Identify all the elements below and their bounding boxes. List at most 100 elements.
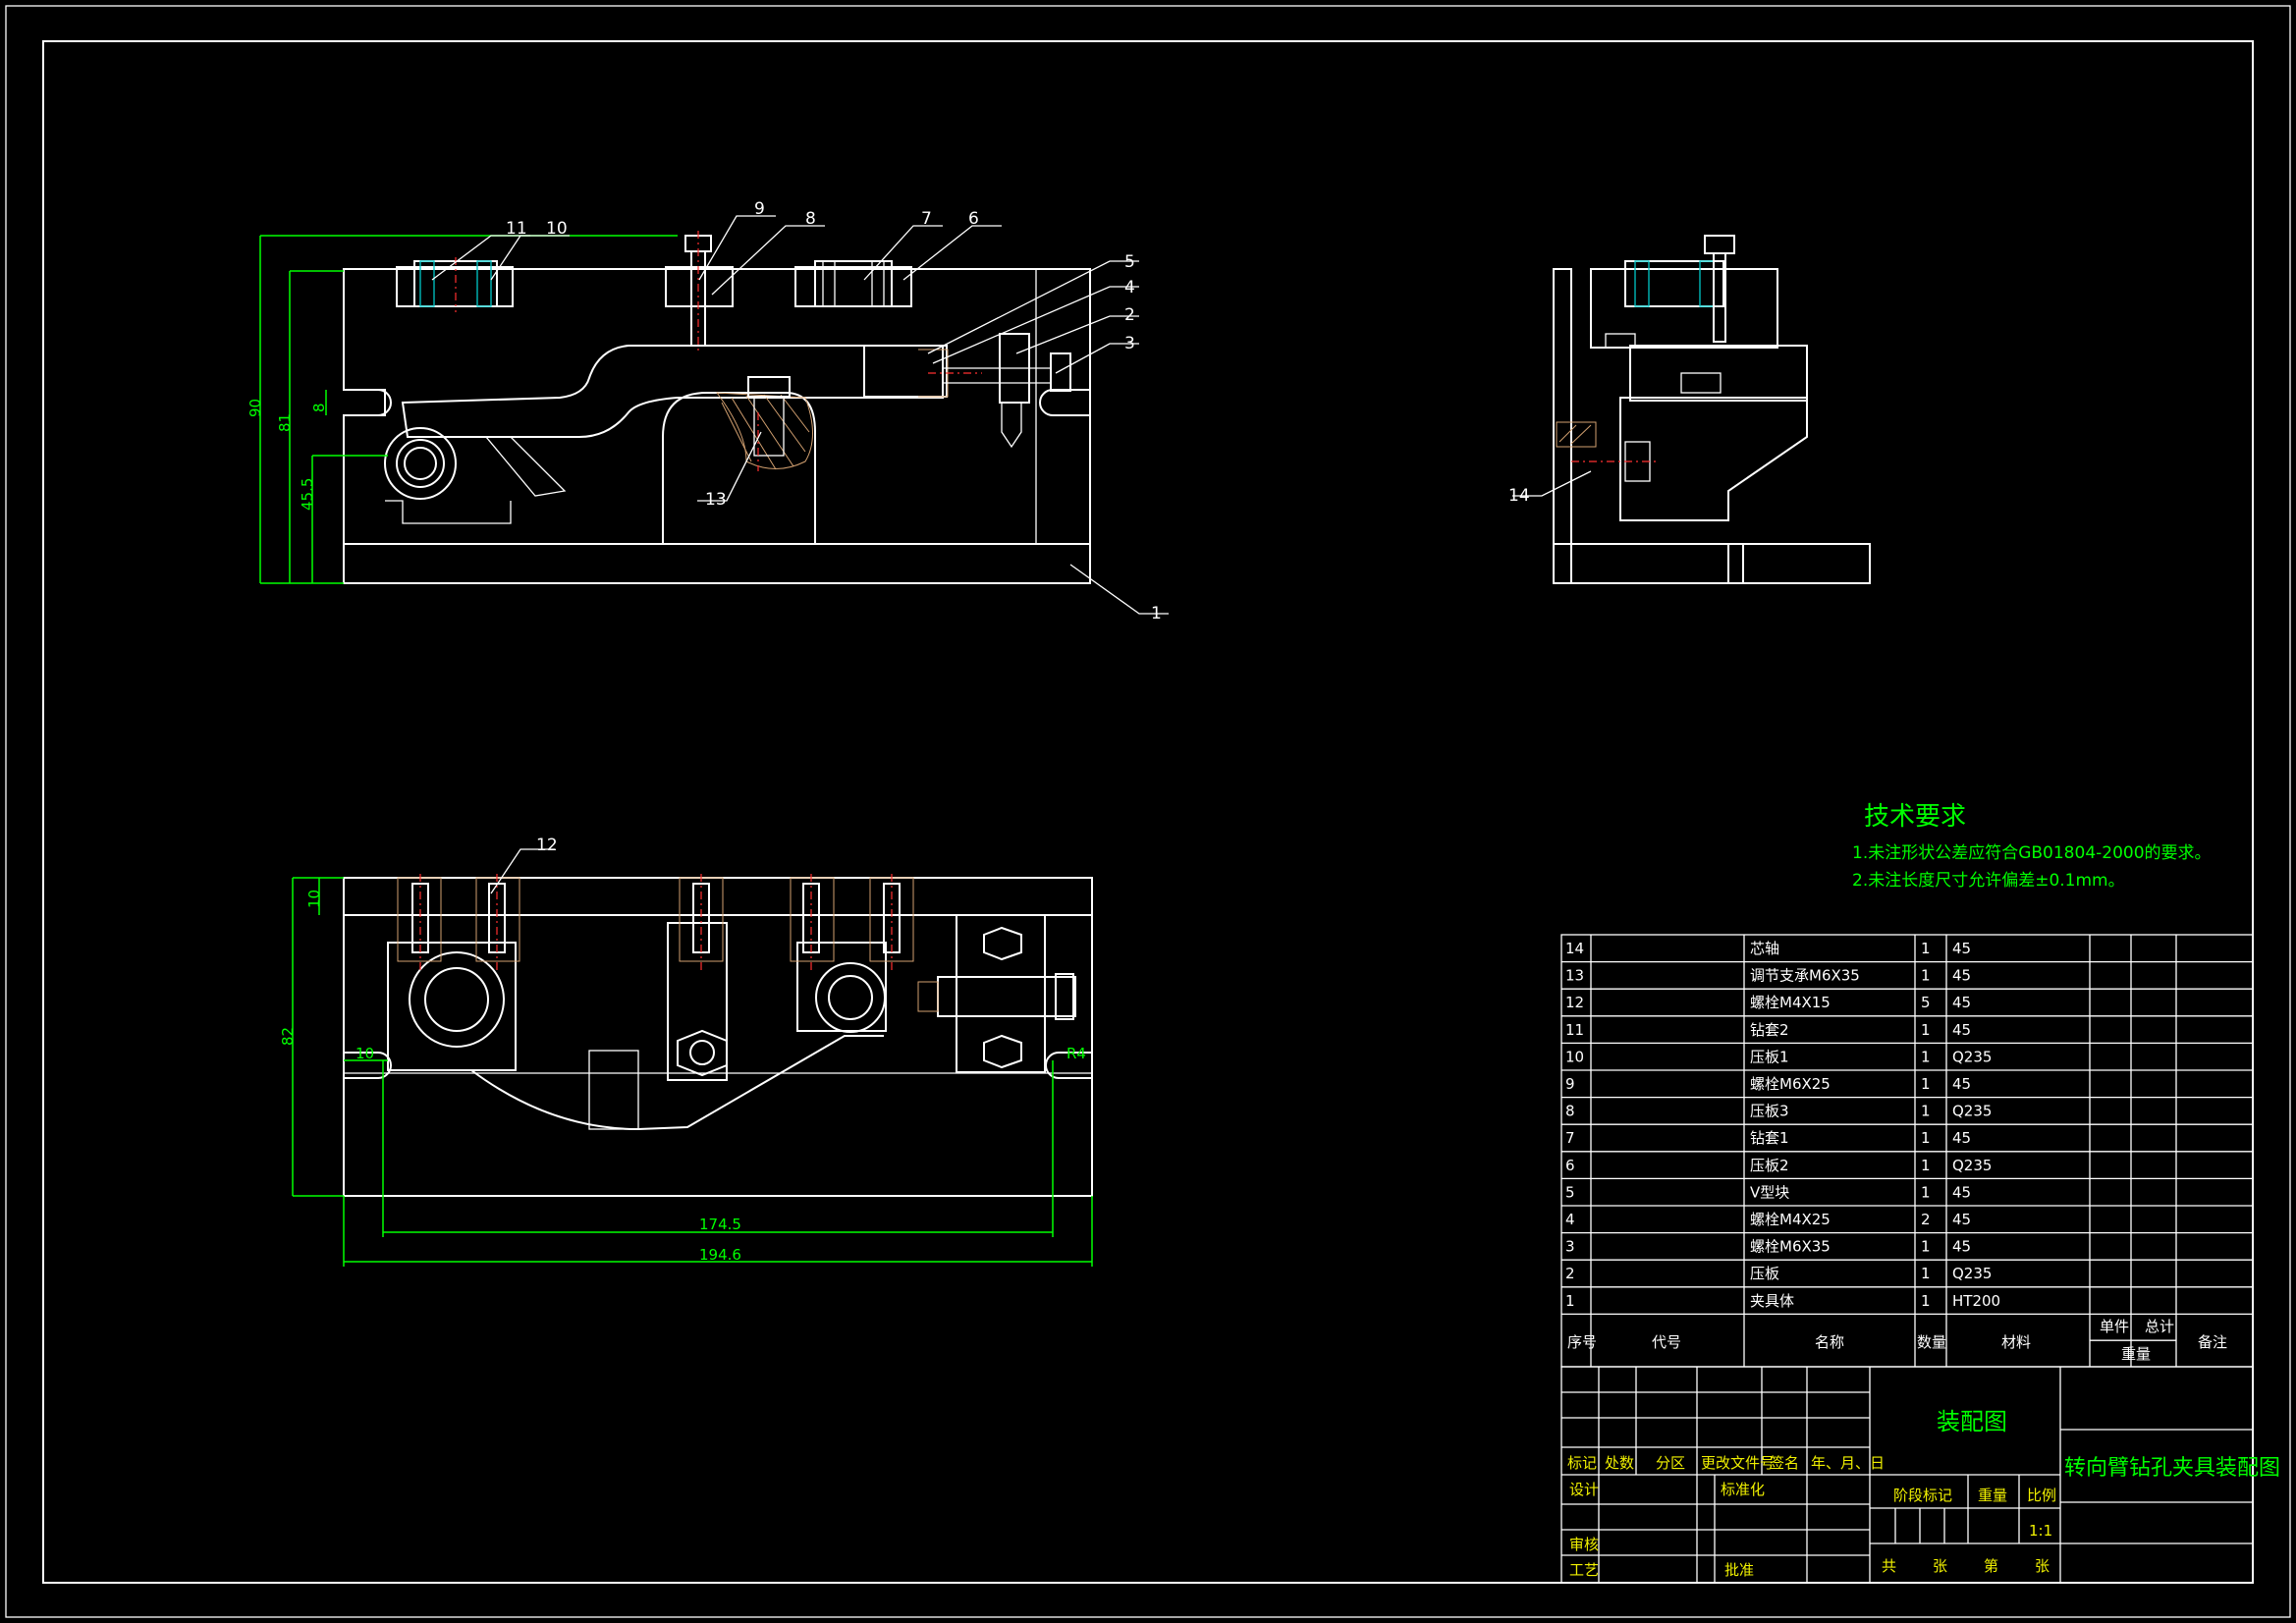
bom-cell-mat: 45 [1952, 1021, 1971, 1039]
bom-header-total: 总计 [2145, 1318, 2174, 1335]
bom-cell-name: 压板3 [1750, 1103, 1789, 1120]
balloon-3: 3 [1124, 334, 1135, 353]
bom-cell-mat: 45 [1952, 1183, 1971, 1201]
bom-cell-no: 1 [1565, 1292, 1575, 1310]
tb-scale-value: 1:1 [2029, 1522, 2052, 1540]
bom-cell-mat: 45 [1952, 994, 1971, 1011]
bom-cell-mat: Q235 [1952, 1103, 1992, 1120]
tb-drawing-type: 装配图 [1937, 1408, 2007, 1435]
balloon-9: 9 [754, 199, 765, 219]
bom-cell-qty: 5 [1921, 994, 1931, 1011]
balloon-2: 2 [1124, 305, 1135, 325]
balloon-14: 14 [1508, 486, 1530, 506]
top-bolt-holes [397, 874, 914, 972]
bom-cell-no: 14 [1565, 940, 1584, 957]
bom-cell-qty: 1 [1921, 1021, 1931, 1039]
dim-90: 90 [246, 399, 264, 417]
bom-cell-no: 7 [1565, 1129, 1575, 1147]
tech-title: 技术要求 [1864, 802, 1966, 832]
bom-cell-qty: 1 [1921, 1265, 1931, 1282]
bom-cell-mat: 45 [1952, 967, 1971, 985]
dim-45-5: 45.5 [299, 478, 316, 511]
dim-r4: R4 [1066, 1045, 1086, 1062]
bom-cell-mat: 45 [1952, 940, 1971, 957]
tb-date: 年、月、日 [1811, 1454, 1885, 1472]
bom-header-name: 名称 [1815, 1333, 1844, 1351]
dim-174-5: 174.5 [699, 1216, 741, 1233]
bom-cell-name: 螺栓M6X35 [1750, 1238, 1831, 1256]
bom-cell-no: 4 [1565, 1211, 1575, 1228]
bom-cell-no: 13 [1565, 967, 1584, 985]
bom-cell-no: 8 [1565, 1103, 1575, 1120]
tb-di: 第 [1984, 1557, 1998, 1575]
tech-note-1: 1.未注形状公差应符合GB01804-2000的要求。 [1852, 843, 2212, 863]
tb-zhang-2: 张 [2035, 1557, 2050, 1575]
bom-cell-no: 5 [1565, 1183, 1575, 1201]
bom-cell-no: 3 [1565, 1238, 1575, 1256]
balloon-5: 5 [1124, 252, 1135, 272]
bom-row: 5 V型块 1 45 [1565, 1183, 1971, 1201]
bom-cell-name: 调节支承M6X35 [1750, 967, 1860, 985]
top-view: 12 82 10 10 R4 174.5 194.6 [279, 836, 1093, 1267]
bom-cell-qty: 1 [1921, 1103, 1931, 1120]
tb-zone: 分区 [1656, 1454, 1685, 1472]
bom-cell-name: 芯轴 [1750, 940, 1779, 957]
tb-check: 审核 [1569, 1536, 1599, 1553]
bom-cell-mat: 45 [1952, 1129, 1971, 1147]
bom-header-weight: 重量 [2121, 1345, 2151, 1363]
dim-10-h: 10 [355, 1045, 374, 1062]
bom-header-single: 单件 [2100, 1318, 2129, 1335]
tb-zhang-1: 张 [1933, 1557, 1947, 1575]
balloon-1: 1 [1151, 604, 1162, 623]
dim-82: 82 [279, 1027, 297, 1046]
bom-cell-name: 压板2 [1750, 1157, 1789, 1174]
tb-place: 处数 [1605, 1454, 1634, 1472]
bom-cell-name: V型块 [1750, 1183, 1789, 1201]
tb-stage: 阶段标记 [1893, 1487, 1952, 1504]
dim-81: 81 [276, 413, 294, 432]
bom-cell-qty: 1 [1921, 1157, 1931, 1174]
bom-cell-qty: 1 [1921, 1048, 1931, 1065]
balloon-8: 8 [805, 209, 816, 229]
bushing-11 [396, 257, 514, 312]
bom-cell-mat: Q235 [1952, 1157, 1992, 1174]
bom-cell-mat: 45 [1952, 1075, 1971, 1093]
bom-header-qty: 数量 [1917, 1333, 1946, 1351]
tb-design: 设计 [1569, 1481, 1599, 1498]
side-view: 14 [1508, 235, 1871, 584]
bom-cell-qty: 2 [1921, 1211, 1931, 1228]
bom-cell-no: 10 [1565, 1048, 1584, 1065]
bom-cell-qty: 1 [1921, 967, 1931, 985]
bom-cell-qty: 1 [1921, 1238, 1931, 1256]
bom-header-mat: 材料 [2001, 1333, 2031, 1351]
bom-cell-name: 螺栓M4X15 [1750, 994, 1831, 1011]
balloon-4: 4 [1124, 278, 1135, 298]
bom-cell-no: 2 [1565, 1265, 1575, 1282]
front-view-dims [259, 235, 678, 584]
bom-cell-qty: 1 [1921, 940, 1931, 957]
bom-cell-mat: 45 [1952, 1211, 1971, 1228]
tb-drawing-name: 转向臂钻孔夹具装配图 [2064, 1456, 2280, 1481]
bom-cell-mat: HT200 [1952, 1292, 2000, 1310]
bom-cell-name: 压板1 [1750, 1048, 1789, 1065]
tb-doc: 更改文件号 [1701, 1454, 1775, 1472]
tb-gong: 共 [1882, 1557, 1896, 1575]
bom-cell-mat: Q235 [1952, 1265, 1992, 1282]
dim-194-6: 194.6 [699, 1246, 741, 1264]
drawing-frame [5, 5, 2291, 1618]
bom-header-code: 代号 [1652, 1333, 1681, 1351]
balloon-7: 7 [921, 209, 932, 229]
bom-cell-no: 6 [1565, 1157, 1575, 1174]
bom-cell-qty: 1 [1921, 1183, 1931, 1201]
tb-approve: 批准 [1724, 1561, 1754, 1579]
bom-cell-qty: 1 [1921, 1129, 1931, 1147]
bom-cell-name: 压板 [1750, 1265, 1779, 1282]
